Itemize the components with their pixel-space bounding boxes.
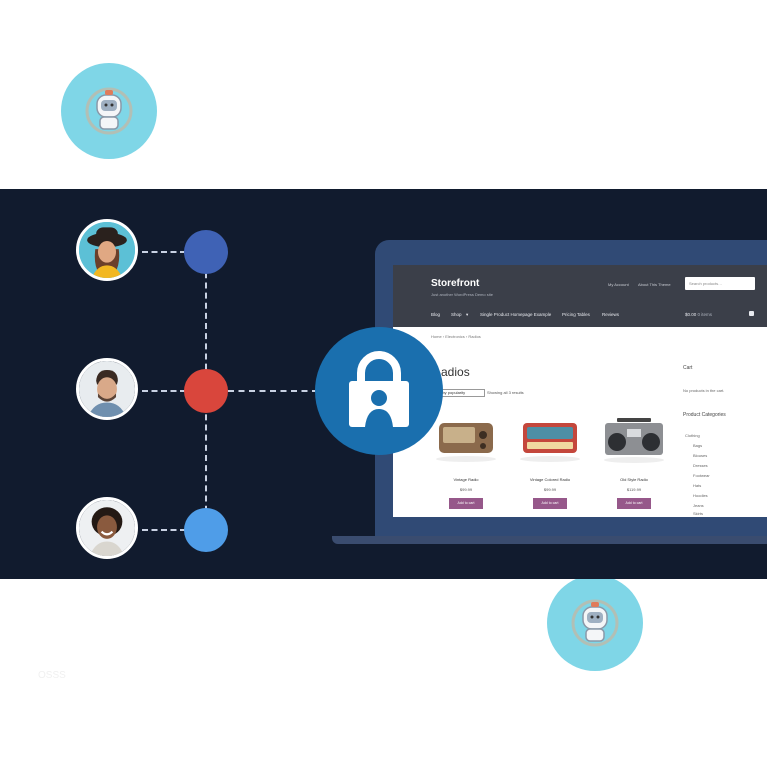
category-link[interactable]: Hoodies bbox=[693, 493, 708, 498]
connector-middle bbox=[142, 390, 186, 392]
lock-user-icon bbox=[349, 351, 409, 427]
user-avatar-man bbox=[76, 358, 138, 420]
cart-count: 0 items bbox=[697, 312, 713, 317]
category-link[interactable]: Skirts bbox=[693, 511, 703, 516]
user-avatar-woman-smile bbox=[76, 497, 138, 559]
search-input[interactable]: Search products… bbox=[685, 277, 755, 290]
user-avatar-woman-hat bbox=[76, 219, 138, 281]
radio-vintage-icon bbox=[436, 423, 496, 462]
chevron-down-icon: ▾ bbox=[466, 312, 469, 317]
category-link[interactable]: Hats bbox=[693, 483, 702, 488]
storefront-header: Storefront Just another WordPress Demo s… bbox=[393, 265, 767, 327]
nav-blog[interactable]: Blog bbox=[431, 312, 441, 317]
node-top bbox=[184, 230, 228, 274]
sidebar-cart-empty: No products in the cart. bbox=[683, 388, 725, 393]
mascot-badge-bottom bbox=[547, 575, 643, 671]
category-link[interactable]: Jeans bbox=[693, 503, 704, 508]
nav-shop[interactable]: Shop bbox=[451, 312, 462, 317]
connector-bottom bbox=[142, 529, 186, 531]
boombox-icon bbox=[604, 418, 664, 463]
lock-badge bbox=[315, 327, 443, 455]
category-link[interactable]: Dresses bbox=[693, 463, 708, 468]
product-price: $99.99 bbox=[459, 487, 473, 492]
storefront-screen: Storefront Just another WordPress Demo s… bbox=[393, 265, 767, 517]
node-middle bbox=[184, 369, 228, 413]
sidebar-categories-title: Product Categories bbox=[683, 412, 726, 418]
radio-colored-icon bbox=[520, 423, 580, 462]
add-to-cart-button[interactable]: Add to cart bbox=[533, 498, 567, 509]
cart-bag-icon[interactable] bbox=[749, 311, 754, 316]
astronaut-cat-icon bbox=[85, 87, 133, 135]
product-price: $99.99 bbox=[543, 487, 557, 492]
product-price: $119.99 bbox=[626, 487, 642, 492]
category-link[interactable]: Footwear bbox=[693, 473, 710, 478]
node-bottom bbox=[184, 508, 228, 552]
account-link[interactable]: My Account bbox=[608, 282, 629, 287]
site-title[interactable]: Storefront bbox=[431, 278, 480, 289]
product-name[interactable]: Vintage Radio bbox=[453, 477, 479, 482]
product-name[interactable]: Vintage Colored Radio bbox=[529, 477, 571, 482]
add-to-cart-button[interactable]: Add to cart bbox=[617, 498, 651, 509]
mascot-badge-top bbox=[61, 63, 157, 159]
breadcrumb: Home › Electronics › Radios bbox=[431, 334, 481, 339]
about-link[interactable]: About This Theme bbox=[638, 282, 671, 287]
connector-middle-lock bbox=[228, 390, 318, 392]
site-tagline: Just another WordPress Demo site bbox=[431, 292, 493, 297]
nav-single-product[interactable]: Single Product Homepage Example bbox=[480, 312, 552, 317]
nav-reviews[interactable]: Reviews bbox=[602, 312, 620, 317]
main-nav: Blog Shop ▾ Single Product Homepage Exam… bbox=[393, 305, 767, 327]
page-title: adios bbox=[441, 365, 470, 379]
nav-pricing[interactable]: Pricing Tables bbox=[562, 312, 590, 317]
sidebar-cart-title: Cart bbox=[683, 365, 693, 371]
category-link[interactable]: Bags bbox=[693, 443, 703, 448]
category-link[interactable]: Blouses bbox=[693, 453, 708, 458]
cart-total[interactable]: $0.00 0 items bbox=[685, 312, 712, 317]
add-to-cart-button[interactable]: Add to cart bbox=[449, 498, 483, 509]
watermark: OSSS bbox=[38, 670, 66, 681]
result-count: Showing all 3 results bbox=[487, 390, 524, 395]
category-link[interactable]: Clothing bbox=[685, 433, 700, 438]
product-name[interactable]: Old Style Radio bbox=[620, 477, 648, 482]
astronaut-cat-icon bbox=[571, 599, 619, 647]
connector-top bbox=[142, 251, 186, 253]
laptop-base bbox=[332, 536, 767, 544]
cart-amount: $0.00 bbox=[685, 312, 697, 317]
